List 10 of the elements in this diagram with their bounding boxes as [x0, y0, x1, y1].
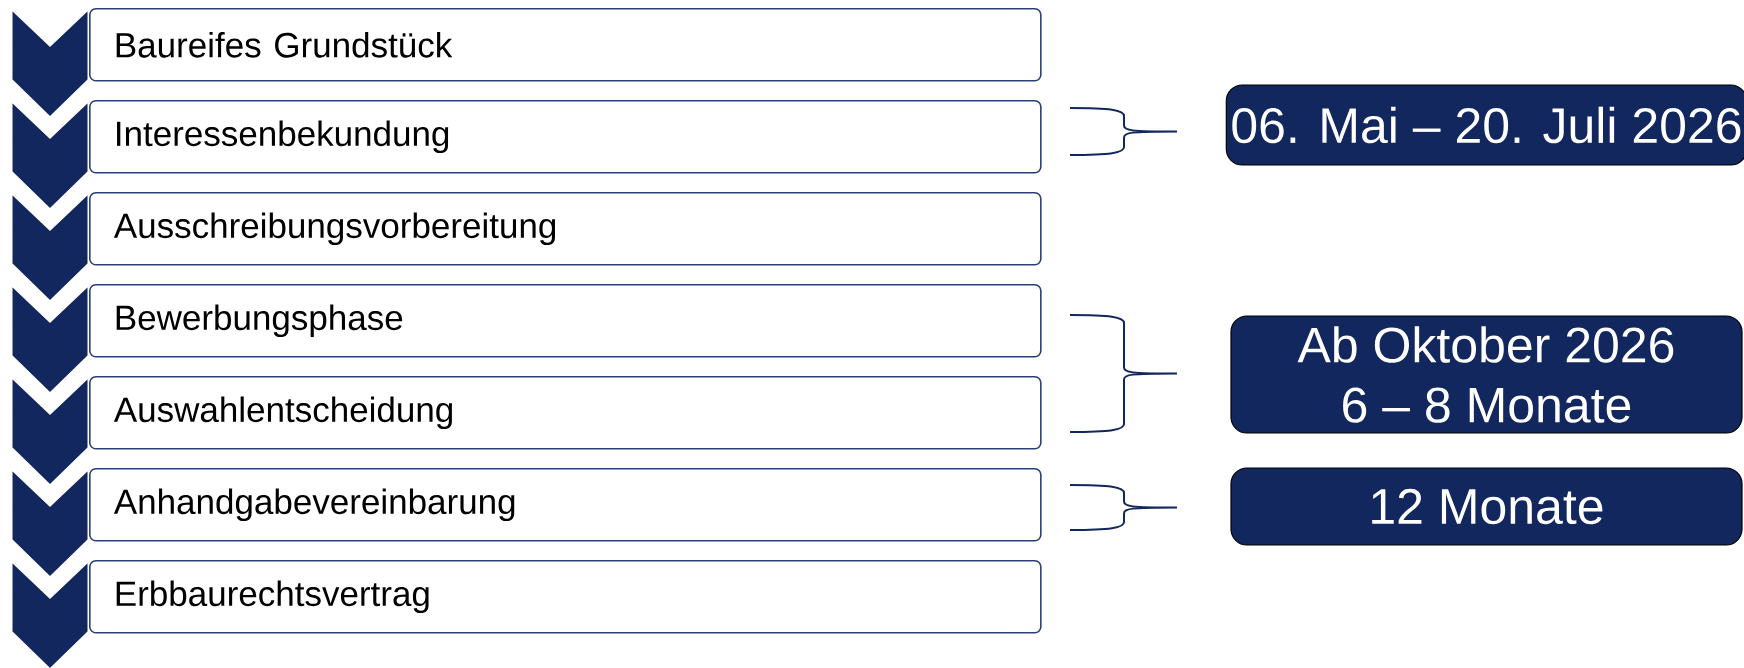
- date-box: Ab Oktober 2026 6 – 8 Monate: [1230, 315, 1743, 434]
- step-box: Interessenbekundung: [89, 100, 1042, 174]
- step-box: Anhandgabevereinbarung: [89, 468, 1042, 542]
- step-box: Ausschreibungsvorbereitung: [89, 192, 1042, 266]
- step-box: Auswahlentscheidung: [89, 376, 1042, 450]
- step-box: Erbbaurechtsvertrag: [89, 560, 1042, 634]
- step-box: Baureifes Grundstück: [89, 8, 1042, 82]
- date-box: 12 Monate: [1230, 467, 1743, 546]
- step-box: Bewerbungsphase: [89, 284, 1042, 358]
- date-box: 06. Mai – 20. Juli 2026: [1225, 84, 1744, 166]
